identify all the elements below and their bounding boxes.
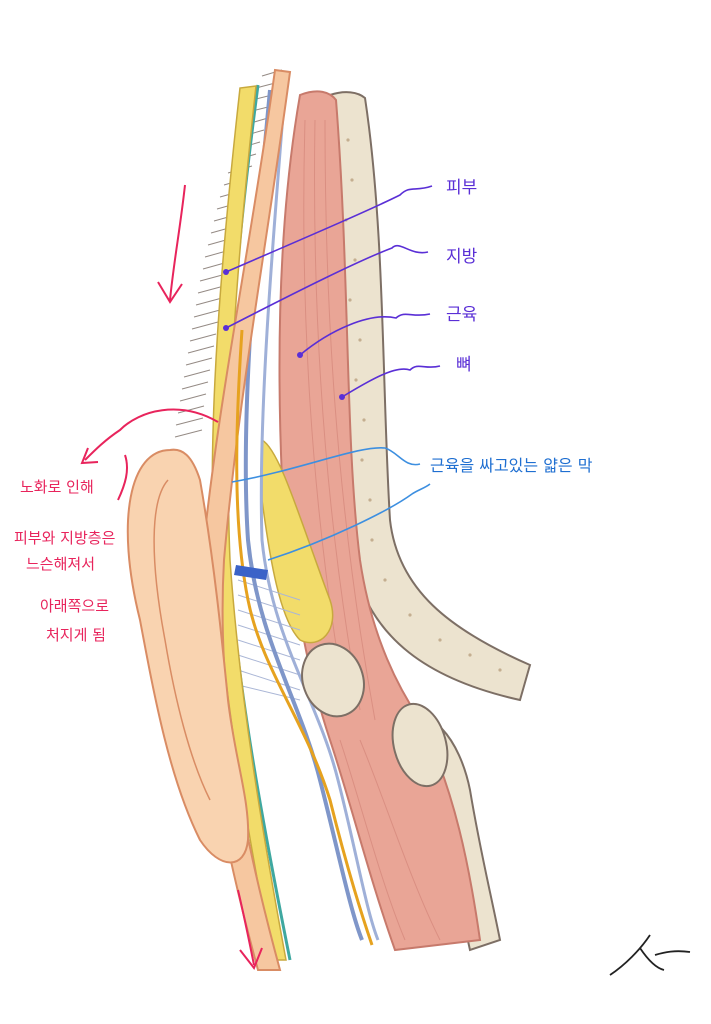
note-line-5: 처지게 됨: [46, 628, 106, 643]
label-fat: 지방: [446, 242, 477, 267]
label-membrane: 근육을 싸고있는 얇은 막: [430, 452, 592, 476]
label-skin: 피부: [446, 173, 477, 198]
note-line-4: 아래쪽으로: [40, 599, 109, 614]
label-muscle: 근육: [446, 300, 477, 325]
arrow-down-upper: [170, 185, 185, 300]
signature: [610, 935, 690, 975]
note-line-2: 피부와 지방층은: [14, 531, 115, 546]
note-line-3: 느슨해져서: [26, 557, 95, 572]
note-pointer-2: [118, 455, 127, 500]
label-bone: 뼈: [456, 350, 472, 375]
note-pointer: [85, 410, 218, 460]
note-line-1: 노화로 인해: [20, 480, 94, 495]
